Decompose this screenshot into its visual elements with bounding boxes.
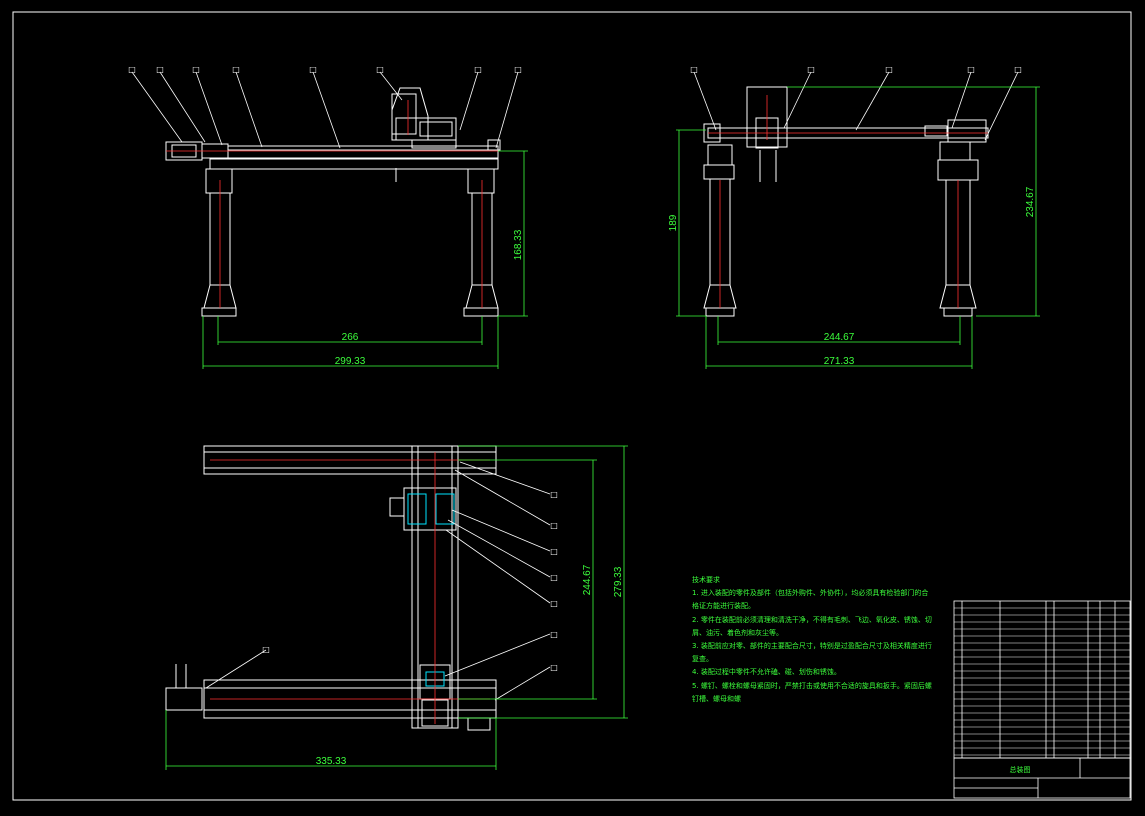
front-view — [165, 87, 501, 317]
technical-requirement-line: 5. 螺钉、螺栓和螺母紧固时，严禁打击或使用不合适的旋具和扳手。紧固后螺 — [692, 681, 932, 690]
technical-requirement-line: 复查。 — [692, 655, 713, 664]
side-view-leaders — [693, 71, 1019, 141]
balloon: □ — [550, 490, 558, 499]
balloon: □ — [550, 663, 558, 672]
balloon-markers: □ □ □ □ □ □ □ □ □ □ □ □ □ □ □ □ □ □ □ □ … — [128, 65, 1022, 672]
parts-list — [953, 600, 1131, 759]
top-view — [165, 445, 497, 731]
balloon: □ — [550, 573, 558, 582]
technical-requirement-line: 钉槽、螺母和螺 — [692, 694, 741, 703]
technical-requirement-line: 2. 零件在装配前必须清理和清洗干净，不得有毛刺、飞边、氧化皮、锈蚀、切 — [692, 615, 932, 624]
dim-front-height: 168.33 — [513, 229, 524, 260]
side-view — [703, 86, 989, 317]
title-block-drawing-name: 总装图 — [1010, 765, 1031, 774]
balloon: □ — [376, 65, 384, 74]
top-view-centerlines — [210, 452, 490, 724]
balloon: □ — [156, 65, 164, 74]
technical-requirement-line: 格证方能进行装配。 — [692, 602, 755, 611]
dim-top-width: 335.33 — [316, 756, 347, 767]
dim-side-outer-width: 271.33 — [824, 356, 855, 367]
balloon: □ — [474, 65, 482, 74]
balloon: □ — [192, 65, 200, 74]
balloon: □ — [967, 65, 975, 74]
balloon: □ — [1014, 65, 1022, 74]
dim-top-outer-height: 279.33 — [613, 566, 624, 597]
technical-requirement-line: 屑、油污、着色剂和灰尘等。 — [692, 628, 783, 637]
dim-side-inner-width: 244.67 — [824, 332, 855, 343]
top-view-dimensions — [165, 445, 628, 770]
dim-top-inner-height: 244.67 — [582, 564, 593, 595]
technical-requirements-title: 技术要求 — [692, 576, 720, 584]
drawing-border — [12, 11, 1132, 801]
balloon: □ — [550, 521, 558, 530]
title-block — [953, 757, 1131, 799]
parts-list-rows — [954, 607, 1130, 756]
balloon: □ — [885, 65, 893, 74]
dim-side-left-height: 189 — [668, 214, 679, 231]
dim-front-outer-width: 299.33 — [335, 356, 366, 367]
front-view-dimensions — [202, 150, 528, 369]
dim-side-right-height: 234.67 — [1025, 186, 1036, 217]
side-view-centerlines — [708, 95, 988, 308]
balloon: □ — [514, 65, 522, 74]
technical-requirements: 技术要求 1. 进入装配的零件及部件（包括外购件、外协件），均必须具有检验部门的… — [692, 574, 950, 706]
balloon: □ — [232, 65, 240, 74]
balloon: □ — [128, 65, 136, 74]
top-view-leaders — [205, 461, 551, 701]
technical-requirement-line: 4. 装配过程中零件不允许磕、碰、划伤和锈蚀。 — [692, 668, 841, 677]
balloon: □ — [262, 645, 270, 654]
side-view-dimensions — [676, 86, 1040, 369]
balloon: □ — [690, 65, 698, 74]
top-view-accents — [407, 493, 455, 687]
technical-requirement-line: 1. 进入装配的零件及部件（包括外购件、外协件），均必须具有检验部门的合 — [692, 589, 929, 598]
balloon: □ — [309, 65, 317, 74]
front-view-centerlines — [166, 100, 498, 308]
technical-requirement-line: 3. 装配前应对零、部件的主要配合尺寸，特别是过盈配合尺寸及相关精度进行 — [692, 642, 932, 651]
front-view-leaders — [131, 71, 519, 149]
balloon: □ — [550, 630, 558, 639]
balloon: □ — [550, 599, 558, 608]
balloon: □ — [807, 65, 815, 74]
balloon: □ — [550, 547, 558, 556]
dim-front-inner-width: 266 — [342, 332, 359, 343]
